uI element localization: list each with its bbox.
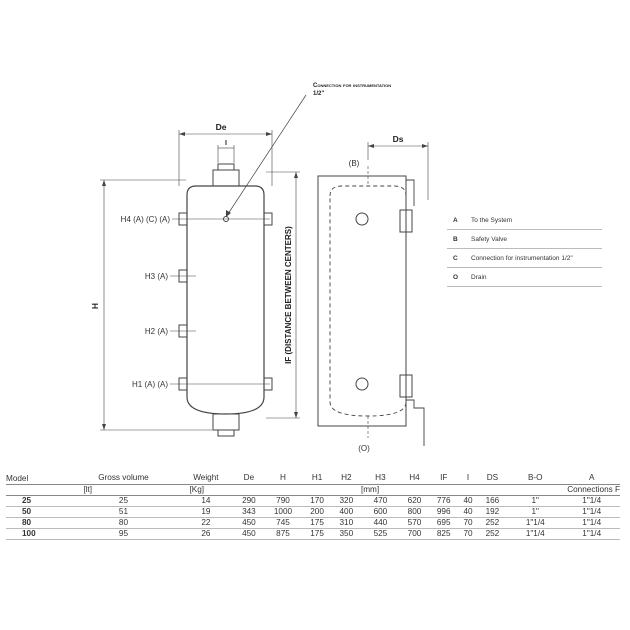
dim-i-label: I [225, 140, 227, 147]
callout-label: Connection for instrumentation 1/2" [313, 83, 392, 97]
dim-if-label: IF (DISTANCE BETWEEN CENTERS) [284, 226, 293, 364]
label-h2: H2 (A) [145, 327, 168, 336]
label-o: (O) [358, 444, 370, 453]
label-h3: H3 (A) [145, 272, 168, 281]
label-h4: H4 (A) (C) (A) [121, 215, 171, 224]
dim-ds-label: Ds [393, 134, 404, 144]
technical-drawing: De I Ds H IF (DISTANCE BETWEEN CENTERS) … [90, 94, 429, 453]
spec-unit-row: [lt] [Kg] [mm] Connections F [6, 484, 620, 496]
dim-de-label: De [216, 122, 227, 132]
side-view-tank [329, 185, 407, 417]
top-connection [212, 169, 240, 187]
dim-h-label: H [90, 303, 100, 309]
label-b: (B) [349, 159, 360, 168]
label-h1: H1 (A) (A) [132, 380, 168, 389]
spec-header-row: Model Gross volume Weight De H H1 H2 H3 … [6, 472, 595, 484]
tank-outline [186, 185, 265, 415]
bottom-connection [212, 413, 240, 431]
spec-table: Model Gross volume Weight De H H1 H2 H3 … [6, 471, 620, 540]
